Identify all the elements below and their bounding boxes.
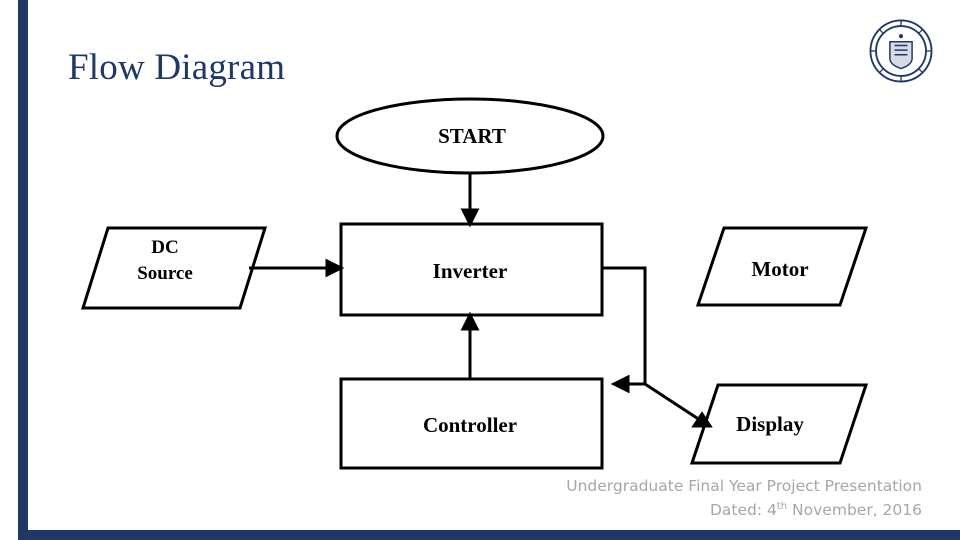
- arrowhead-controller-inverter: [460, 311, 480, 331]
- arrowhead-start-inverter: [460, 208, 480, 228]
- node-controller: [339, 377, 604, 470]
- edge-inverter-motor: [602, 266, 647, 386]
- edge-branch-display: [644, 382, 701, 422]
- node-label-display: Display: [736, 412, 804, 436]
- arrowhead-dc-inverter: [325, 258, 345, 278]
- footer-date-prefix: Dated: 4: [709, 500, 777, 519]
- footer-date-sup: th: [776, 500, 788, 512]
- node-label-start: START: [438, 124, 506, 148]
- node-start: [335, 97, 605, 175]
- bottom-accent-bar: [18, 530, 960, 540]
- node-label-motor: Motor: [751, 257, 809, 281]
- footer-line-2: Dated: 4th November, 2016: [566, 498, 922, 522]
- node-inverter: [339, 222, 604, 317]
- page-title: Flow Diagram: [68, 47, 286, 88]
- node-label-inverter: Inverter: [432, 259, 508, 283]
- node-label-dc-source: DC Source: [90, 235, 240, 286]
- footer-line-1: Undergraduate Final Year Project Present…: [566, 476, 922, 495]
- node-display: [689, 383, 869, 465]
- node-label-dc-source-line1: DC: [151, 237, 179, 258]
- node-dc-source: [80, 226, 268, 310]
- node-label-controller: Controller: [422, 413, 518, 437]
- footer-date-suffix: November, 2016: [787, 500, 922, 519]
- node-label-dc-source-line2: Source: [137, 262, 193, 284]
- slide-footer: Undergraduate Final Year Project Present…: [566, 474, 922, 522]
- arrowhead-inverter-motor: [610, 374, 630, 394]
- arrowhead-branch-display: [691, 411, 713, 428]
- left-accent-bar: [18, 0, 28, 540]
- node-motor: [695, 226, 869, 307]
- university-crest-logo: [869, 19, 933, 83]
